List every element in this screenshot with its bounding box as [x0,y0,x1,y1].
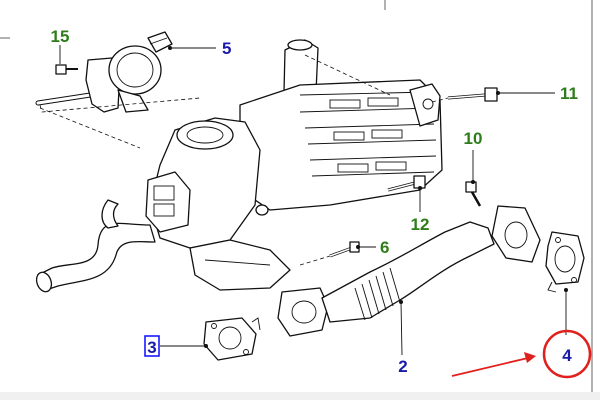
callout-10: 10 [464,129,483,148]
callout-4-highlight-circle [542,329,592,379]
callout-5: 5 [222,39,231,58]
callout-12: 12 [411,215,430,234]
callout-3-highlight-box [144,335,160,357]
egr-pipe-2 [277,205,541,337]
callout-11: 11 [560,84,578,103]
bolt-6 [299,241,360,266]
callout-3: 3 [147,338,156,357]
callout-2: 2 [398,357,407,376]
egr-cooler-body [35,39,443,293]
gasket-4 [545,231,585,293]
bolt-11 [431,87,498,103]
actuator-assembly [35,31,201,149]
gasket-3 [203,317,261,361]
leader-lines [59,45,568,356]
red-arrow [451,352,536,377]
callout-6: 6 [380,238,389,257]
callout-4: 4 [562,346,572,365]
bolt-10 [465,181,482,207]
callout-15: 15 [51,27,70,46]
bottom-strip [0,392,600,400]
